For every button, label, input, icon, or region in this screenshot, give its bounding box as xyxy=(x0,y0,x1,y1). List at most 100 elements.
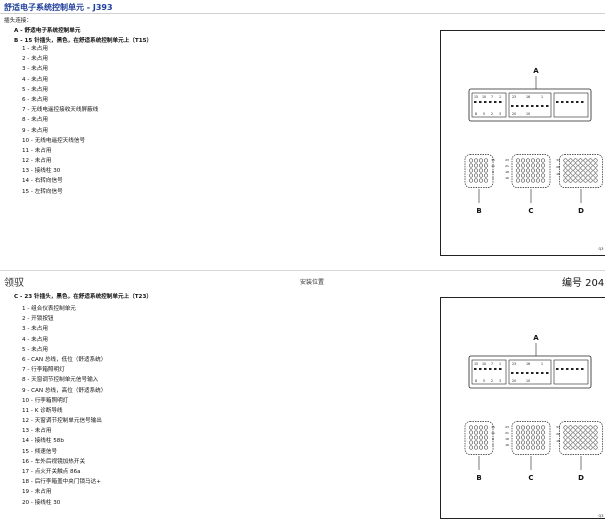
pin-mark xyxy=(561,368,564,370)
pin-mark xyxy=(499,368,502,370)
pin-socket xyxy=(535,440,541,445)
pin-number: 11 xyxy=(491,164,495,168)
pin-socket xyxy=(483,425,489,430)
connector-a-block2 xyxy=(508,92,552,118)
pin-socket xyxy=(568,435,573,440)
pin-item: 16 - 车外后视镜加热开关 xyxy=(22,458,86,465)
intro-text: 插头连接： xyxy=(4,18,32,24)
pin-socket xyxy=(473,168,479,173)
pin-socket xyxy=(583,158,588,163)
pin-mark xyxy=(479,101,482,103)
pin-socket xyxy=(515,158,521,163)
connector-b-body xyxy=(464,154,494,188)
pin-number: 3 xyxy=(499,112,501,116)
pin-socket xyxy=(530,173,536,178)
pin-item: 15 - 左转向信号 xyxy=(22,188,63,195)
pin-socket xyxy=(540,163,546,168)
pin-item: 1 - 未占用 xyxy=(22,46,48,52)
pin-socket xyxy=(530,178,536,183)
pin-item: 1 - 组合仪表控制单元 xyxy=(22,306,76,312)
corner-code: Q3 xyxy=(599,247,604,251)
pin-socket xyxy=(593,173,598,178)
pin-socket xyxy=(483,163,489,168)
pin-socket xyxy=(468,440,474,445)
pin-socket xyxy=(520,178,526,183)
pin-mark xyxy=(576,101,579,103)
connector-a-block1 xyxy=(471,92,507,118)
pin-socket xyxy=(563,435,568,440)
pin-item: 14 - 接线柱 58b xyxy=(22,438,64,445)
pin-socket xyxy=(530,435,536,440)
pin-number: 20 xyxy=(512,112,516,116)
pin-socket xyxy=(568,430,573,435)
pin-socket xyxy=(473,425,479,430)
connector-d-body xyxy=(559,421,603,455)
pin-socket xyxy=(478,158,484,163)
pin-number: 18 xyxy=(505,437,509,441)
pin-number: 8 xyxy=(492,437,494,441)
pin-number: 2 xyxy=(491,112,493,116)
pin-mark xyxy=(531,372,534,374)
top-header: 插头连接： A - 舒适电子系统控制单元 B - 15 针插头，黑色，在舒适系统… xyxy=(4,16,152,46)
pin-socket xyxy=(568,158,573,163)
pin-socket xyxy=(520,173,526,178)
pin-socket xyxy=(525,158,531,163)
pin-socket xyxy=(530,168,536,173)
pin-socket xyxy=(563,445,568,450)
pin-item: 2 - 开锁按钮 xyxy=(22,316,54,323)
pin-socket xyxy=(520,440,526,445)
pin-socket xyxy=(540,178,546,183)
connector-a-label: A - 舒适电子系统控制单元 xyxy=(14,28,81,35)
pin-socket xyxy=(520,168,526,173)
pin-mark xyxy=(521,105,524,107)
pin-socket xyxy=(468,163,474,168)
pin-socket xyxy=(515,163,521,168)
pin-socket xyxy=(520,425,526,430)
pin-item: 12 - 天窗调节控制单元信号输出 xyxy=(22,418,102,425)
pin-number: 18 xyxy=(556,439,560,443)
pin-socket xyxy=(593,435,598,440)
pin-socket xyxy=(583,440,588,445)
pin-number: 15 xyxy=(474,95,478,99)
pin-item: 5 - 未占用 xyxy=(22,346,48,353)
pin-mark xyxy=(541,105,544,107)
pin-mark xyxy=(474,101,477,103)
pin-socket xyxy=(530,445,536,450)
pin-socket xyxy=(588,425,593,430)
pin-socket xyxy=(478,163,484,168)
pin-socket xyxy=(478,440,484,445)
pin-socket xyxy=(525,430,531,435)
pin-mark xyxy=(494,368,497,370)
pin-socket xyxy=(535,173,541,178)
pin-item: 5 - 未占用 xyxy=(22,86,48,93)
pin-socket xyxy=(593,163,598,168)
pin-socket xyxy=(468,168,474,173)
pin-socket xyxy=(515,425,521,430)
pin-number: 1 xyxy=(492,443,494,447)
pin-socket xyxy=(540,158,546,163)
pin-number: 26 xyxy=(556,432,560,436)
pin-mark xyxy=(479,368,482,370)
label-a: A xyxy=(533,334,539,342)
pin-socket xyxy=(563,173,568,178)
pin-socket xyxy=(578,173,583,178)
pin-socket xyxy=(573,168,578,173)
label-d: D xyxy=(578,207,584,215)
title-rule xyxy=(0,13,605,14)
pin-socket xyxy=(583,168,588,173)
label-d: D xyxy=(578,474,584,482)
pin-mark xyxy=(556,368,559,370)
pin-socket xyxy=(473,445,479,450)
pin-item: 6 - 未占用 xyxy=(22,96,48,103)
pin-number: 2 xyxy=(491,379,493,383)
pin-mark xyxy=(536,105,539,107)
pin-mark xyxy=(541,372,544,374)
pin-number: 7 xyxy=(491,362,493,366)
pin-socket xyxy=(468,445,474,450)
pin-socket xyxy=(578,178,583,183)
pin-number: 1 xyxy=(541,362,543,366)
pin-mark xyxy=(526,105,529,107)
pin-item: 10 - 行李箱照明灯 xyxy=(22,397,69,404)
